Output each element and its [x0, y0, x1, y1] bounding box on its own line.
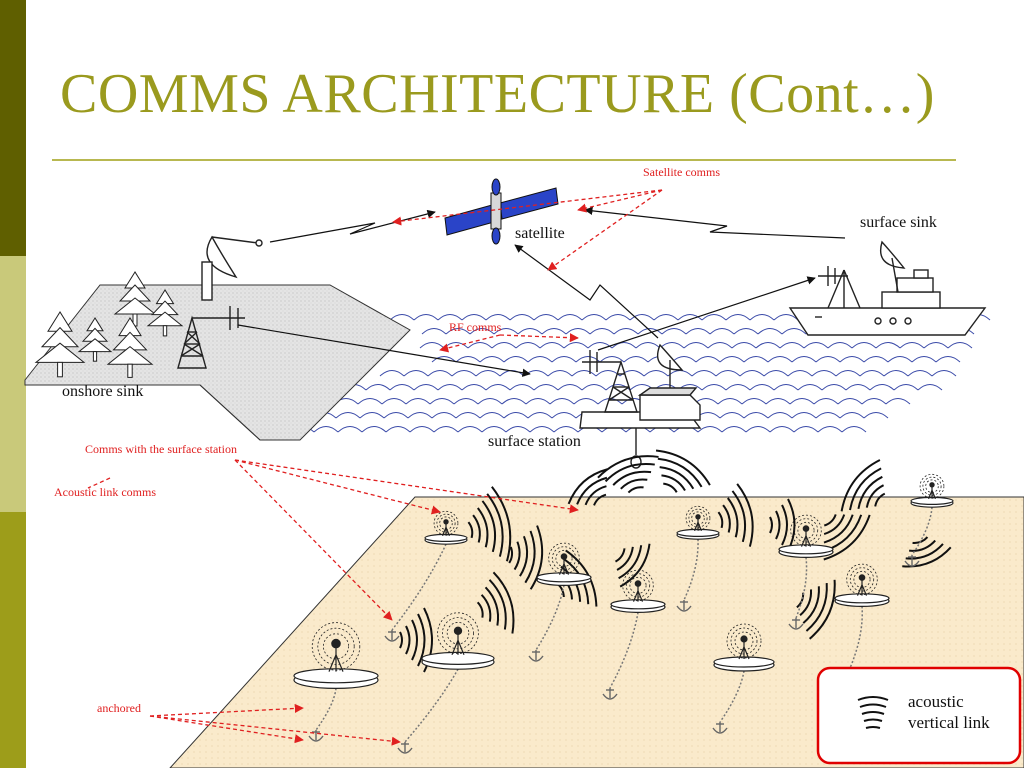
acoustic-wave-icon: [840, 459, 886, 512]
onshore-land: [24, 284, 411, 441]
acoustic-wave-icon: [614, 543, 651, 588]
wave-row: [341, 384, 943, 391]
surface-station-buoy-icon: [579, 343, 702, 469]
sensor-moorings: [308, 507, 933, 754]
anchor-icon: [788, 618, 804, 630]
annotation-arrows: [87, 189, 663, 746]
sea-floor: [169, 496, 1024, 768]
legend-line-1: acoustic: [908, 692, 964, 711]
acoustic-wave-icon: [717, 483, 754, 547]
anchor-icon: [384, 630, 400, 642]
satellite-label: satellite: [515, 225, 565, 242]
sensor-node-icon: [424, 510, 468, 545]
tree-icon: [77, 317, 113, 362]
tree-icon: [106, 317, 154, 378]
wave-row: [289, 426, 867, 433]
anchor-icon: [712, 722, 728, 734]
surface-sink-label: surface sink: [860, 214, 937, 231]
underwater-sensor-nodes: [293, 473, 954, 689]
sensor-node-icon: [910, 473, 954, 508]
legend-line-2: vertical link: [908, 713, 990, 732]
satellite-icon: [444, 178, 559, 245]
anchor-icon: [308, 730, 324, 742]
tree-icon: [34, 311, 86, 378]
sensor-node-icon: [293, 622, 379, 689]
sensor-node-icon: [610, 569, 666, 613]
tree-icon: [146, 289, 184, 337]
sensor-node-icon: [778, 514, 834, 558]
onshore-antenna-tower-icon: [177, 306, 245, 369]
anchored-label: anchored: [97, 701, 141, 715]
acoustic-wave-icon: [476, 571, 515, 634]
acoustic-wave-icon: [857, 696, 889, 729]
sensor-node-icon: [676, 505, 720, 540]
acoustic-link-comms-label: Acoustic link comms: [54, 485, 156, 499]
onshore-trees: [34, 271, 184, 378]
surface-station-comms-label: Comms with the surface station: [85, 442, 237, 456]
wave-row: [419, 342, 973, 349]
onshore-sink-label: onshore sink: [62, 383, 143, 400]
anchor-icon: [602, 688, 618, 700]
sensor-node-icon: [713, 623, 775, 672]
acoustic-wave-icon: [467, 486, 512, 562]
title-divider: [52, 159, 956, 161]
sensor-node-icon: [421, 612, 495, 670]
sidebar-band-bottom: [0, 512, 26, 768]
anchor-icon: [397, 742, 413, 754]
acoustic-wave-icon: [567, 468, 608, 506]
wave-row: [431, 356, 961, 363]
satellite-comms-label: Satellite comms: [643, 165, 720, 179]
sensor-node-icon: [536, 542, 592, 586]
anchor-icon: [904, 555, 920, 567]
anchor-icon: [528, 650, 544, 662]
acoustic-wave-icon: [508, 525, 544, 590]
acoustic-wave-icon: [597, 455, 659, 494]
page-title: COMMS ARCHITECTURE (Cont…): [60, 63, 935, 125]
radio-links: [237, 206, 846, 377]
onshore-dish-icon: [201, 235, 263, 301]
acoustic-wave-icon: [655, 449, 711, 493]
sidebar-band-middle: [0, 256, 26, 512]
acoustic-wave-icon: [796, 579, 836, 640]
legend: acoustic vertical link: [816, 666, 1022, 765]
anchor-icon: [676, 600, 692, 612]
sidebar-band-top: [0, 0, 26, 256]
sensor-node-icon: [834, 563, 890, 607]
tree-icon: [113, 271, 157, 327]
surface-station-label: surface station: [488, 433, 581, 450]
rf-comms-label: RF comms: [449, 320, 502, 334]
acoustic-wave-icon: [902, 536, 952, 568]
surface-sink-ship-icon: [788, 240, 987, 336]
wave-row: [379, 370, 957, 377]
